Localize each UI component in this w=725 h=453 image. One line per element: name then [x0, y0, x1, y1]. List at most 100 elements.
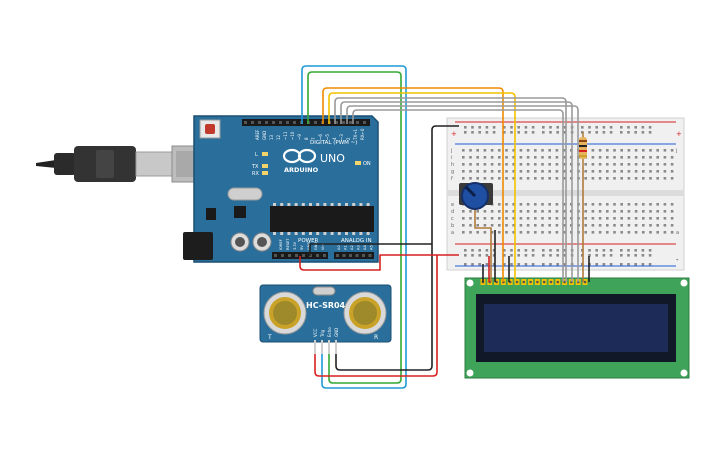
breadboard-hole[interactable]: [609, 126, 613, 129]
breadboard-hole[interactable]: [542, 126, 545, 129]
breadboard-hole[interactable]: [555, 224, 559, 227]
breadboard-hole[interactable]: [531, 263, 535, 266]
breadboard-hole[interactable]: [548, 177, 551, 180]
breadboard-hole[interactable]: [469, 156, 472, 159]
breadboard-hole[interactable]: [591, 149, 595, 152]
breadboard-hole[interactable]: [613, 210, 616, 213]
header-hole[interactable]: [251, 121, 254, 124]
wire-gray-3[interactable]: [346, 105, 579, 282]
breadboard-hole[interactable]: [519, 210, 523, 213]
breadboard-hole[interactable]: [526, 156, 530, 159]
breadboard-hole[interactable]: [490, 177, 494, 180]
breadboard-hole[interactable]: [634, 170, 638, 173]
breadboard-hole[interactable]: [641, 254, 645, 257]
breadboard-hole[interactable]: [503, 263, 506, 266]
breadboard-hole[interactable]: [510, 254, 513, 257]
breadboard-hole[interactable]: [642, 163, 645, 166]
breadboard-hole[interactable]: [505, 170, 508, 173]
breadboard-hole[interactable]: [469, 224, 472, 227]
breadboard-hole[interactable]: [648, 131, 652, 134]
breadboard-hole[interactable]: [462, 163, 465, 166]
breadboard-hole[interactable]: [542, 131, 545, 134]
breadboard-hole[interactable]: [534, 210, 537, 213]
breadboard-hole[interactable]: [627, 217, 631, 220]
breadboard-hole[interactable]: [476, 156, 479, 159]
breadboard-hole[interactable]: [620, 170, 623, 173]
header-hole[interactable]: [293, 121, 296, 124]
breadboard-hole[interactable]: [620, 231, 623, 234]
breadboard-hole[interactable]: [641, 126, 645, 129]
breadboard-hole[interactable]: [548, 203, 551, 206]
breadboard-hole[interactable]: [563, 249, 567, 252]
breadboard-hole[interactable]: [634, 156, 638, 159]
breadboard-hole[interactable]: [588, 254, 591, 257]
header-hole[interactable]: [302, 254, 305, 257]
breadboard-hole[interactable]: [498, 149, 501, 152]
breadboard-hole[interactable]: [609, 249, 613, 252]
breadboard-hole[interactable]: [476, 170, 479, 173]
breadboard-hole[interactable]: [649, 203, 652, 206]
breadboard-hole[interactable]: [505, 231, 508, 234]
breadboard-hole[interactable]: [526, 177, 530, 180]
breadboard-hole[interactable]: [519, 177, 523, 180]
breadboard-hole[interactable]: [595, 126, 598, 129]
breadboard-hole[interactable]: [609, 263, 613, 266]
breadboard-hole[interactable]: [663, 210, 667, 213]
breadboard-hole[interactable]: [476, 217, 479, 220]
breadboard-hole[interactable]: [634, 163, 638, 166]
breadboard-hole[interactable]: [555, 156, 559, 159]
breadboard-hole[interactable]: [670, 170, 674, 173]
breadboard-hole[interactable]: [519, 149, 523, 152]
breadboard-hole[interactable]: [562, 170, 566, 173]
breadboard-hole[interactable]: [485, 249, 489, 252]
breadboard-hole[interactable]: [476, 224, 479, 227]
breadboard-hole[interactable]: [505, 149, 508, 152]
breadboard-hole[interactable]: [471, 254, 474, 257]
breadboard-hole[interactable]: [549, 254, 552, 257]
breadboard-hole[interactable]: [462, 210, 465, 213]
breadboard-hole[interactable]: [512, 210, 515, 213]
breadboard-hole[interactable]: [476, 149, 479, 152]
breadboard-hole[interactable]: [620, 217, 623, 220]
breadboard-hole[interactable]: [620, 149, 623, 152]
breadboard-hole[interactable]: [620, 203, 623, 206]
breadboard-hole[interactable]: [483, 231, 487, 234]
breadboard-hole[interactable]: [591, 203, 595, 206]
breadboard-hole[interactable]: [670, 210, 674, 213]
breadboard-hole[interactable]: [642, 231, 645, 234]
wire-orange[interactable]: [322, 87, 504, 282]
breadboard-hole[interactable]: [627, 163, 631, 166]
breadboard-hole[interactable]: [541, 231, 544, 234]
breadboard-hole[interactable]: [517, 126, 520, 129]
breadboard-hole[interactable]: [549, 263, 552, 266]
breadboard-hole[interactable]: [591, 217, 595, 220]
breadboard-hole[interactable]: [490, 217, 494, 220]
breadboard-hole[interactable]: [541, 210, 544, 213]
breadboard-hole[interactable]: [462, 231, 465, 234]
header-hole[interactable]: [244, 121, 247, 124]
breadboard-hole[interactable]: [462, 156, 465, 159]
breadboard-hole[interactable]: [483, 149, 487, 152]
breadboard-hole[interactable]: [498, 210, 501, 213]
breadboard-hole[interactable]: [542, 249, 545, 252]
breadboard-hole[interactable]: [627, 249, 630, 252]
breadboard-hole[interactable]: [555, 210, 559, 213]
wire-gray-1[interactable]: [334, 97, 567, 282]
breadboard-hole[interactable]: [548, 210, 551, 213]
breadboard-hole[interactable]: [670, 224, 674, 227]
wire-black-arduino[interactable]: [309, 243, 432, 256]
breadboard-hole[interactable]: [656, 177, 659, 180]
breadboard-hole[interactable]: [541, 156, 544, 159]
breadboard-hole[interactable]: [670, 149, 674, 152]
breadboard-hole[interactable]: [642, 203, 645, 206]
breadboard-hole[interactable]: [498, 177, 501, 180]
breadboard-hole[interactable]: [490, 224, 494, 227]
breadboard-hole[interactable]: [464, 126, 467, 129]
breadboard-hole[interactable]: [526, 203, 530, 206]
breadboard-hole[interactable]: [620, 224, 623, 227]
breadboard-hole[interactable]: [656, 170, 659, 173]
breadboard-hole[interactable]: [517, 131, 520, 134]
breadboard-hole[interactable]: [649, 170, 652, 173]
breadboard-hole[interactable]: [471, 131, 474, 134]
